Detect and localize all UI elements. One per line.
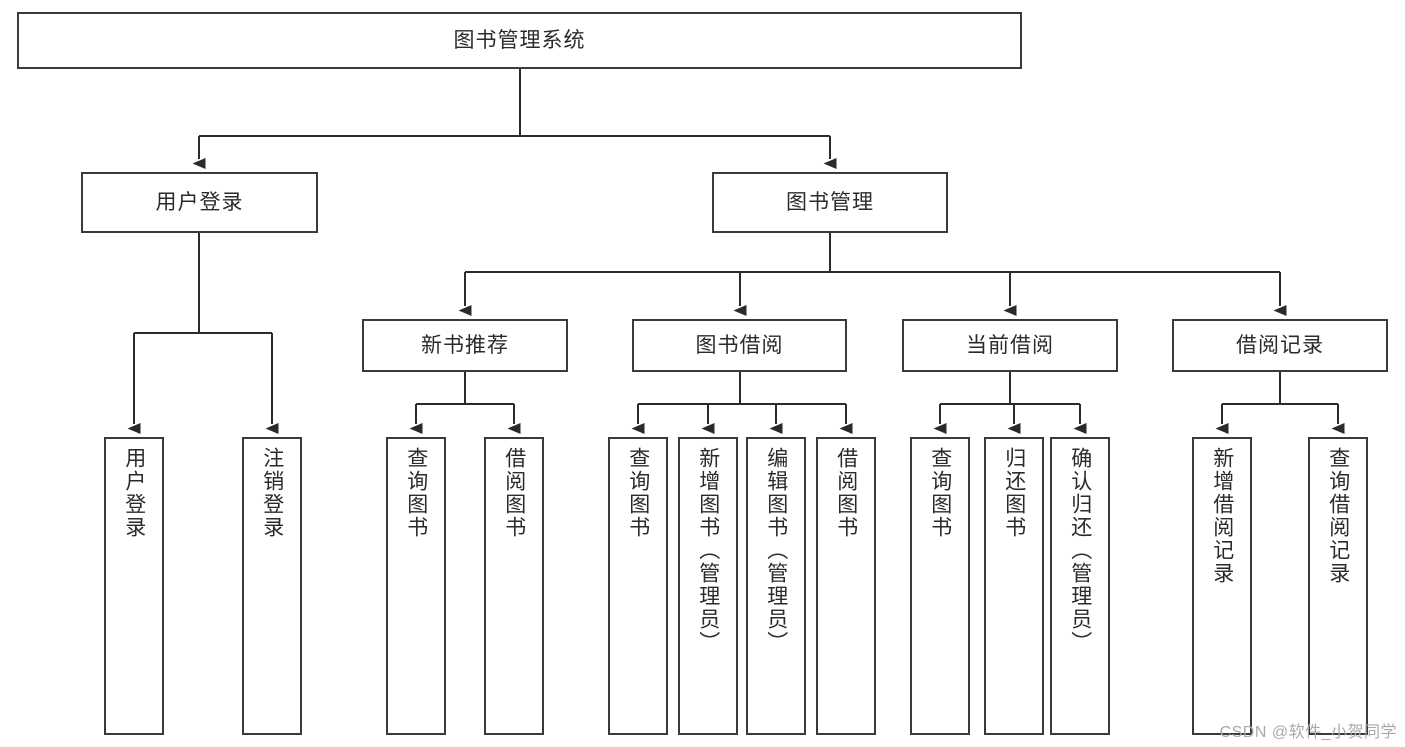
node-label: 新增借阅记录 (1210, 447, 1234, 585)
edge-currentborrow-to-leaves (933, 372, 1087, 434)
node-leaf-query-book-bb[interactable]: 查询图书 (608, 437, 668, 735)
node-label: 新书推荐 (421, 334, 509, 357)
node-label: 图书借阅 (695, 334, 784, 357)
node-leaf-query-book-rec[interactable]: 查询图书 (386, 437, 446, 735)
node-label: 借阅记录 (1236, 334, 1324, 357)
node-borrow-record[interactable]: 借阅记录 (1172, 319, 1388, 372)
node-label: 借阅图书 (502, 447, 526, 539)
node-label: 归还图书 (1002, 447, 1026, 539)
node-label: 确认归还（管理员） (1068, 447, 1092, 654)
node-leaf-user-login[interactable]: 用户登录 (104, 437, 164, 735)
edge-bookmanage-to-level3 (458, 233, 1287, 316)
node-leaf-add-book[interactable]: 新增图书（管理员） (678, 437, 738, 735)
node-label: 注销登录 (260, 447, 284, 539)
node-book-borrow[interactable]: 图书借阅 (632, 319, 847, 372)
node-book-manage[interactable]: 图书管理 (712, 172, 948, 233)
node-root-system[interactable]: 图书管理系统 (17, 12, 1022, 69)
node-label: 查询借阅记录 (1326, 447, 1350, 585)
node-leaf-add-record[interactable]: 新增借阅记录 (1192, 437, 1252, 735)
node-new-book-rec[interactable]: 新书推荐 (362, 319, 568, 372)
node-label: 图书管理 (786, 191, 874, 214)
edge-borrowrecord-to-leaves (1215, 372, 1345, 434)
edge-newbookrec-to-leaves (409, 372, 521, 434)
node-label: 用户登录 (155, 191, 244, 214)
node-label: 查询图书 (626, 447, 650, 539)
node-label: 新增图书（管理员） (696, 447, 720, 654)
edge-root-to-level2 (192, 69, 837, 169)
node-label: 用户登录 (122, 447, 146, 539)
node-current-borrow[interactable]: 当前借阅 (902, 319, 1118, 372)
edge-bookborrow-to-leaves (631, 372, 853, 434)
node-leaf-user-logout[interactable]: 注销登录 (242, 437, 302, 735)
node-leaf-edit-book[interactable]: 编辑图书（管理员） (746, 437, 806, 735)
node-label: 查询图书 (928, 447, 952, 539)
node-label: 借阅图书 (834, 447, 858, 539)
node-leaf-borrow-book-rec[interactable]: 借阅图书 (484, 437, 544, 735)
edge-userlogin-to-leaves (127, 233, 279, 434)
node-leaf-query-book-cb[interactable]: 查询图书 (910, 437, 970, 735)
node-label: 编辑图书（管理员） (764, 447, 788, 654)
node-label: 图书管理系统 (453, 29, 586, 52)
node-user-login[interactable]: 用户登录 (81, 172, 318, 233)
node-leaf-confirm-return[interactable]: 确认归还（管理员） (1050, 437, 1110, 735)
node-leaf-return-book[interactable]: 归还图书 (984, 437, 1044, 735)
node-leaf-borrow-book-bb[interactable]: 借阅图书 (816, 437, 876, 735)
csdn-watermark: CSDN @软件_小贺同学 (1219, 724, 1397, 741)
node-label: 当前借阅 (966, 334, 1054, 357)
node-label: 查询图书 (404, 447, 428, 539)
node-leaf-query-record[interactable]: 查询借阅记录 (1308, 437, 1368, 735)
